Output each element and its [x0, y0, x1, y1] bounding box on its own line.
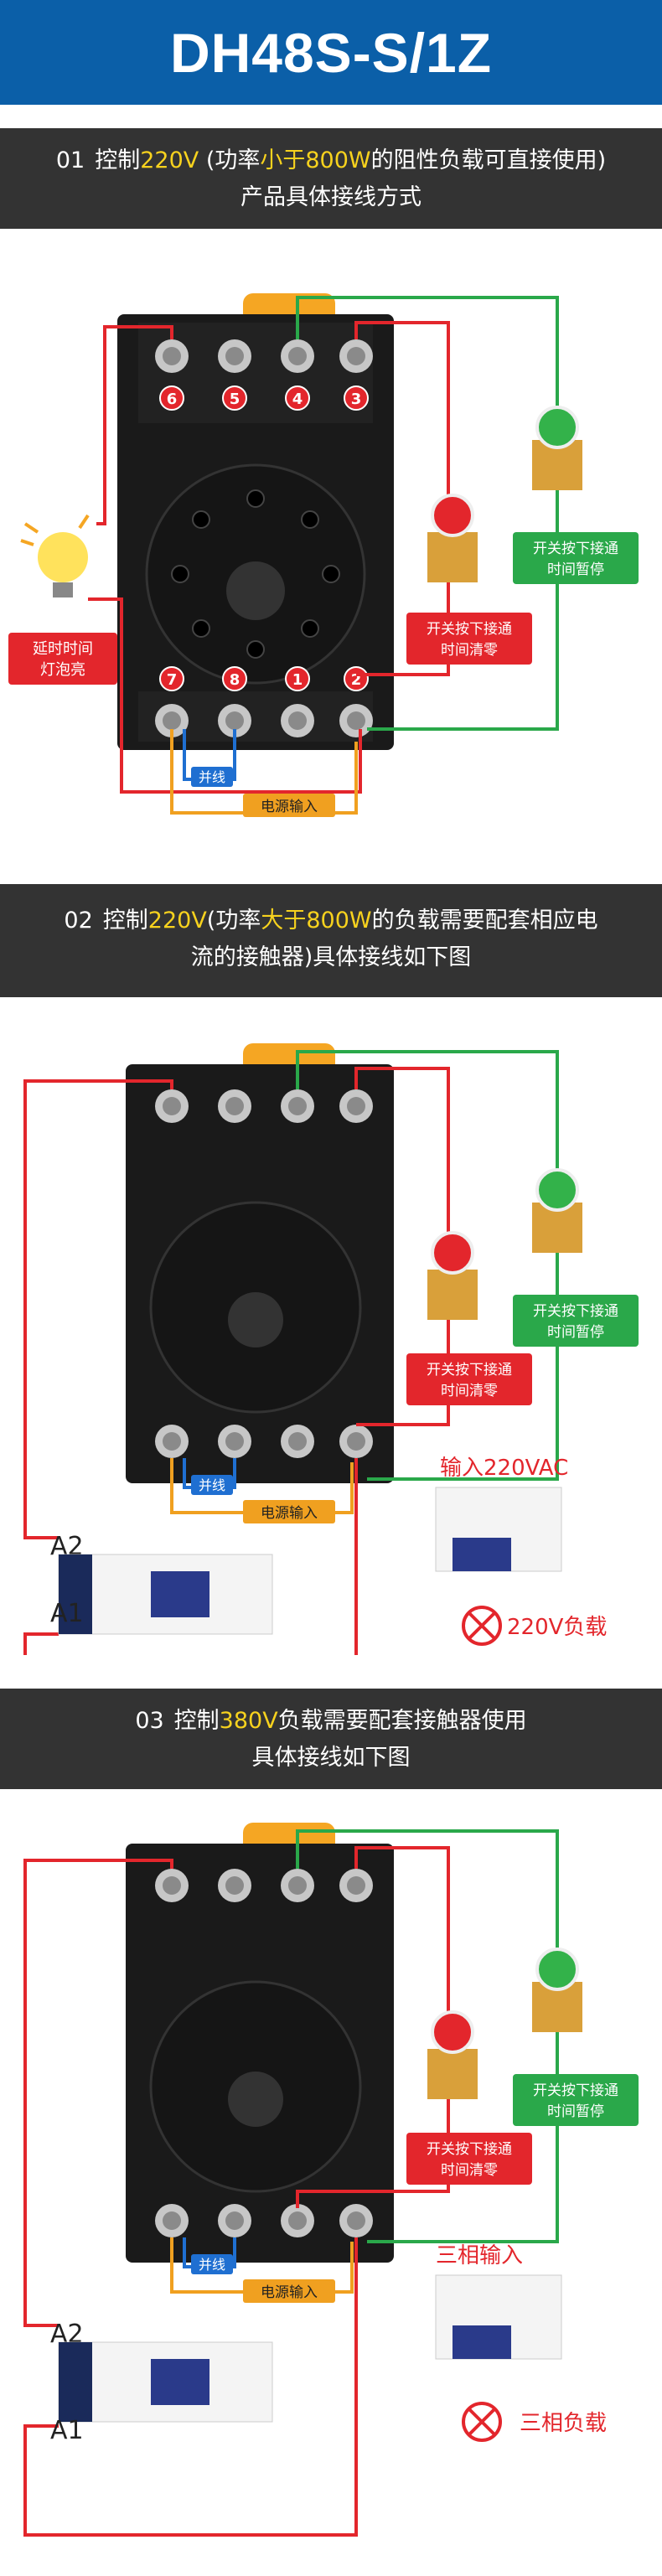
pin-5-label: 5 — [230, 391, 240, 408]
reset-label-line2: 时间清零 — [441, 642, 498, 659]
pin-8-label: 8 — [230, 671, 240, 689]
load-icon — [462, 1606, 502, 1646]
pin-3-label: 3 — [351, 391, 362, 408]
reset-label-line1: 开关按下接通 — [427, 1362, 512, 1379]
pause-button-icon — [532, 406, 582, 490]
pause-label-box — [513, 532, 639, 584]
page-title: DH48S-S/1Z — [0, 0, 662, 105]
wiring-diagram-3: 开关按下接通 时间暂停 开关按下接通 时间清零 并线 电源输入 A2 A1 三相… — [23, 1823, 639, 2537]
parallel-label-box — [191, 767, 233, 787]
bottom-terminals — [138, 691, 373, 742]
pin-labels-top: 6 5 4 3 — [159, 385, 369, 411]
pin-4-label: 4 — [292, 391, 303, 408]
bulb-icon — [20, 514, 90, 597]
parallel-label: 并线 — [199, 1477, 225, 1493]
load-3p-label: 三相负载 — [520, 2411, 607, 2436]
power-label-box — [243, 794, 335, 817]
wiring-diagram-2: 开关按下接通 时间暂停 开关按下接通 时间清零 并线 电源输入 A2 A1 输入… — [23, 1043, 639, 1655]
a1-label: A1 — [50, 1599, 84, 1628]
a1-label: A1 — [50, 2416, 84, 2445]
relay-base-1 — [117, 293, 394, 750]
pause-label-line2: 时间暂停 — [547, 2103, 604, 2120]
pin-6-label: 6 — [167, 391, 178, 408]
top-terminals — [138, 323, 373, 423]
wiring-diagram-1: 6 5 4 3 7 8 1 2 — [8, 293, 639, 817]
parallel-label: 并线 — [199, 2257, 225, 2273]
bulb-label-line1: 延时时间 — [33, 640, 93, 658]
pause-label-line2: 时间暂停 — [547, 561, 604, 578]
pin-7-label: 7 — [167, 671, 178, 689]
reset-button-icon — [427, 494, 478, 582]
load-icon — [462, 2402, 502, 2442]
load-220-label: 220V负载 — [507, 1615, 607, 1640]
input-3p-label: 三相输入 — [436, 2243, 523, 2268]
power-label: 电源输入 — [261, 799, 318, 815]
reset-label-line2: 时间清零 — [441, 2162, 498, 2179]
bulb-label-box — [8, 633, 117, 685]
pause-label-line1: 开关按下接通 — [533, 1303, 618, 1320]
pin-1-label: 1 — [292, 671, 303, 689]
pause-label-line2: 时间暂停 — [547, 1324, 604, 1341]
bulb-label-line2: 灯泡亮 — [40, 661, 85, 679]
reset-label-box — [406, 613, 532, 665]
pause-label-line1: 开关按下接通 — [533, 2082, 618, 2099]
reset-label-line1: 开关按下接通 — [427, 621, 512, 638]
socket-center — [226, 561, 285, 620]
parallel-label: 并线 — [199, 769, 225, 785]
pin-labels-bottom: 7 8 1 2 — [159, 666, 369, 691]
reset-label-line2: 时间清零 — [441, 1383, 498, 1399]
reset-label-line1: 开关按下接通 — [427, 2141, 512, 2158]
input-220-label: 输入220VAC — [440, 1456, 568, 1481]
power-label: 电源输入 — [261, 2284, 318, 2301]
pause-label-line1: 开关按下接通 — [533, 541, 618, 557]
power-label: 电源输入 — [261, 1505, 318, 1522]
